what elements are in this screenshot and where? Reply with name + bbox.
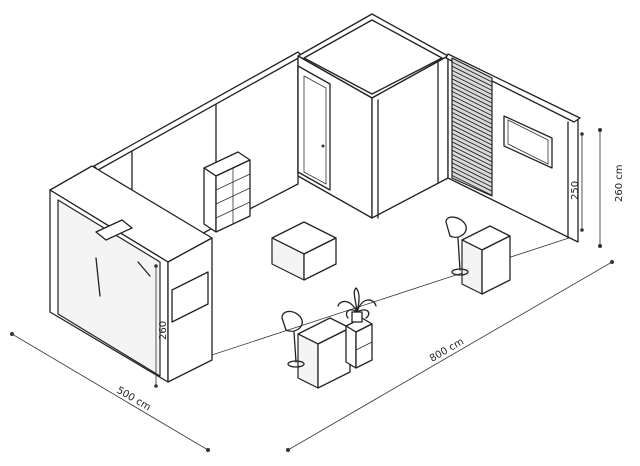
slat-line xyxy=(451,166,493,188)
center-cube-right xyxy=(303,237,337,281)
slat-line xyxy=(451,145,493,167)
slat-line xyxy=(451,174,493,196)
slat-line xyxy=(451,61,493,83)
bar-stool-icon xyxy=(445,216,467,238)
cube-shelf xyxy=(203,151,251,233)
dimension-label-height-counter: 260 xyxy=(158,321,169,340)
counter-logo-panel xyxy=(171,271,209,323)
stool-leg xyxy=(137,261,151,277)
stool-leg xyxy=(95,257,101,297)
dimension-label-width: 500 cm xyxy=(115,385,153,413)
slat-line xyxy=(451,128,493,150)
plant-stand-shelf xyxy=(355,341,373,351)
cube-shelf-side xyxy=(203,167,217,233)
slat-line xyxy=(451,78,493,100)
slat-line xyxy=(451,120,493,142)
slat-line xyxy=(451,162,493,184)
dimension-endpoint xyxy=(580,228,584,232)
dimension-label-height-inner: 250 xyxy=(570,181,581,200)
slat-line xyxy=(451,137,493,159)
right-wall-top xyxy=(445,53,581,123)
storage-door[interactable] xyxy=(297,65,331,191)
dimension-endpoint xyxy=(154,264,158,268)
slat-line xyxy=(451,170,493,192)
slat-line xyxy=(451,69,493,91)
wall-monitor-screen xyxy=(507,119,549,165)
dimension-endpoint xyxy=(154,384,158,388)
slat-line xyxy=(451,95,493,117)
slat-line xyxy=(451,149,493,171)
info-desk-front-front xyxy=(317,327,351,389)
wall-monitor xyxy=(503,115,553,169)
dimension-endpoint xyxy=(580,132,584,136)
plant-stand-side xyxy=(345,325,357,369)
slat-line xyxy=(451,99,493,121)
bar-stool-post xyxy=(457,237,461,271)
info-desk-right-side xyxy=(461,239,483,295)
dimension-endpoint xyxy=(206,448,210,452)
info-desk-right-front xyxy=(481,235,511,295)
slat-line xyxy=(451,103,493,125)
slat-line xyxy=(451,65,493,87)
slat-line xyxy=(451,132,493,154)
slat-line xyxy=(451,158,493,180)
slat-line xyxy=(451,107,493,129)
bar-stool-icon xyxy=(281,310,303,332)
bar-stool-post xyxy=(293,331,297,363)
slat-line xyxy=(451,153,493,175)
slat-line xyxy=(451,111,493,133)
dimension-endpoint xyxy=(610,260,614,264)
dimension-endpoint xyxy=(598,244,602,248)
dimension-line-width xyxy=(11,333,209,451)
door-handle-icon[interactable] xyxy=(321,144,325,148)
bar-stool-base xyxy=(287,360,305,368)
slat-line xyxy=(451,124,493,146)
dimension-endpoint xyxy=(598,128,602,132)
slat-line xyxy=(451,74,493,96)
potted-plant-icon xyxy=(337,287,377,323)
slat-line xyxy=(451,86,493,108)
slat-line xyxy=(451,116,493,138)
storage-door-frame xyxy=(303,75,327,185)
storage-room-top-inner xyxy=(303,19,443,95)
slat-lines xyxy=(451,61,493,196)
dimension-line-length xyxy=(287,261,613,451)
slat-line xyxy=(451,82,493,104)
slat-line xyxy=(451,141,493,163)
dimension-endpoint xyxy=(10,332,14,336)
bar-stool-base xyxy=(451,268,469,276)
slat-line xyxy=(451,90,493,112)
dimension-label-height-outer: 260 cm xyxy=(614,164,625,202)
counter-side-inner xyxy=(57,199,161,377)
dimension-endpoint xyxy=(286,448,290,452)
counter-shelf xyxy=(95,219,133,241)
